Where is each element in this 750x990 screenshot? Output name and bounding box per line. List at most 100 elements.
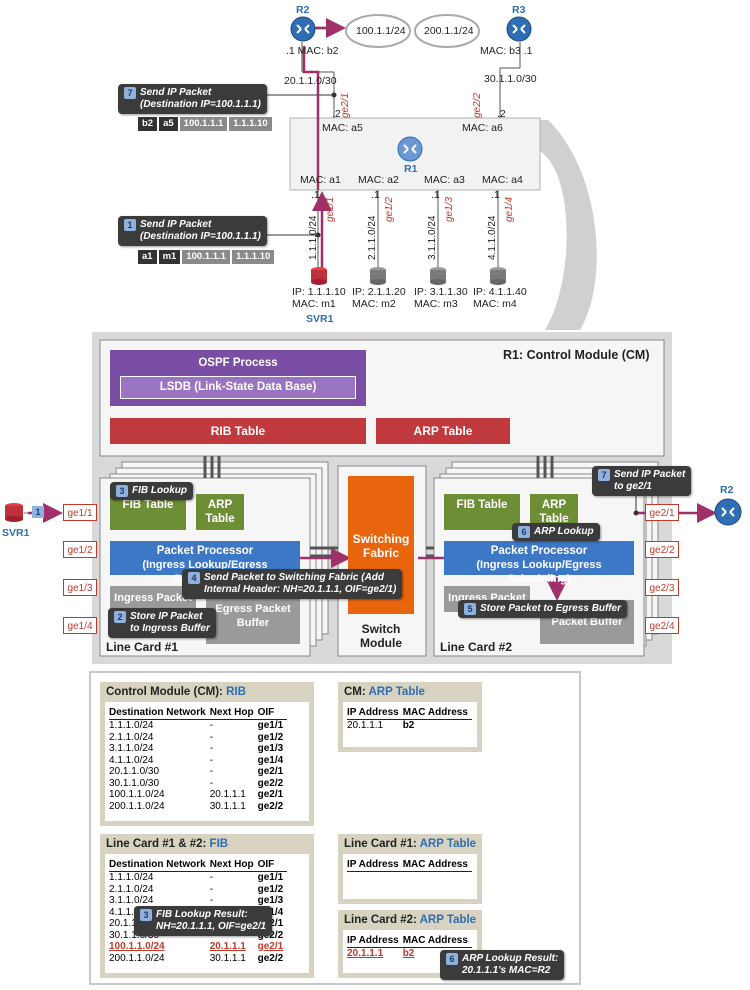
r2-router-icon: [290, 16, 316, 47]
dot2-a: .2: [332, 108, 341, 120]
r3-label: R3: [512, 4, 526, 16]
r3-network: 200.1.1/24: [424, 25, 474, 37]
table-row: 1.1.1.0/24-ge1/1: [109, 720, 287, 732]
table-cell: 2.1.1.0/24: [109, 731, 154, 743]
port-ge1-2-label: ge1/2: [384, 196, 395, 222]
r2-label: R2: [296, 4, 310, 16]
table-row: 2.1.1.0/24-ge1/2: [109, 732, 287, 744]
table-cell: ge1/1: [257, 872, 284, 883]
arp-table-box: ARP Table: [376, 418, 510, 444]
port-ge2-1[interactable]: ge2/1: [645, 504, 679, 521]
lc1-egress-buffer: Egress Packet Buffer: [206, 590, 300, 644]
r2-mac: .1 MAC: b2: [286, 45, 339, 57]
lc1-arp-title: Line Card #1: ARP Table: [344, 838, 477, 850]
table-cell: 20.1.1.0/30: [109, 766, 160, 777]
table-row: 3.1.1.0/24 - ge1/3: [109, 743, 287, 755]
svr1-label: SVR1: [306, 313, 334, 325]
table-cell: ge1/2: [257, 883, 284, 895]
dot2-b: .2: [497, 108, 506, 120]
table-cell: ge2/2: [257, 800, 284, 812]
table-cell: 30.1.1.0/30: [109, 777, 160, 789]
port-ge1-1[interactable]: ge1/1: [63, 504, 97, 521]
table-cell: 100.1.1.0/24: [109, 789, 165, 800]
table-cell: ge1/3: [257, 743, 284, 754]
table-cell: -: [209, 766, 214, 777]
table-cell: 4.1.1.0/24: [109, 754, 154, 766]
table-cell: 30.1.1.1: [209, 800, 246, 812]
rib-table-box: RIB Table: [110, 418, 366, 444]
r3-router-icon: [506, 16, 532, 47]
server-icon: [429, 266, 447, 291]
port-ge1-3-label: ge1/3: [444, 196, 455, 222]
lc1-fib-table: FIB Table: [110, 494, 186, 530]
table-row: 4.1.1.0/24-ge1/4: [109, 755, 287, 767]
mac-a6: MAC: a6: [462, 122, 503, 134]
link-r3-subnet: 30.1.1.0/30: [484, 73, 537, 85]
mac-a2: MAC: a2: [358, 174, 399, 186]
subnet-2: 2.1.1.0/24: [367, 215, 378, 260]
table-cell: -: [209, 754, 214, 766]
dot1-1: .1: [311, 189, 320, 201]
port-ge2-3[interactable]: ge2/3: [645, 579, 679, 596]
lc2-packet-processor: Packet Processor(Ingress Lookup/Egress S…: [444, 541, 634, 585]
table-cell: 3.1.1.0/24: [109, 895, 154, 906]
lc1-arp-table: ARP Table: [196, 494, 244, 530]
subnet-1: 1.1.1.0/24: [308, 215, 319, 260]
table-cell: ge1/3: [257, 895, 284, 906]
dot1-2: .1: [371, 189, 380, 201]
server-icon: [489, 266, 507, 291]
link-r2-subnet: 20.1.1.0/30: [284, 75, 337, 87]
table-cell: ge1/1: [257, 720, 284, 731]
table-cell: 30.1.1.1: [209, 952, 246, 964]
port-ge1-2[interactable]: ge1/2: [63, 541, 97, 558]
table-cell: 100.1.1.0/24: [109, 941, 165, 952]
left-svr1-label: SVR1: [2, 527, 30, 539]
table-cell: 1.1.1.0/24: [109, 872, 154, 883]
table-row: 2.1.1.0/24-ge1/2: [109, 884, 287, 896]
port-ge2-1-label: ge2/1: [340, 92, 351, 118]
table-cell: 20.1.1.1: [209, 789, 246, 800]
table-row: 20.1.1.0/30-ge2/1: [109, 766, 287, 778]
switch-module-label: Switch Module: [360, 622, 402, 650]
table-cell: ge2/2: [257, 777, 284, 789]
lsdb-box: LSDB (Link-State Data Base): [120, 376, 356, 399]
port-ge2-2[interactable]: ge2/2: [645, 541, 679, 558]
table-cell: -: [209, 743, 214, 754]
table-cell: -: [209, 777, 214, 789]
ospf-process-box: OSPF Process LSDB (Link-State Data Base): [110, 350, 366, 406]
subnet-4: 4.1.1.0/24: [487, 215, 498, 260]
port-ge1-4-label: ge1/4: [504, 196, 515, 222]
table-cell: 200.1.1.0/24: [109, 952, 165, 964]
table-row: 1.1.1.0/24 - ge1/1: [109, 872, 287, 884]
r3-mac: MAC: b3 .1: [480, 45, 533, 57]
server-icon: [369, 266, 387, 291]
right-r2-router-icon: [714, 498, 742, 531]
right-r2-label: R2: [720, 484, 734, 496]
r1-router-icon: [397, 136, 423, 167]
cm-title: R1: Control Module (CM): [503, 348, 650, 362]
dot1-4: .1: [491, 189, 500, 201]
lc2-arp-title: Line Card #2: ARP Table: [344, 914, 477, 926]
table-cell: 4.1.1.0/24: [109, 906, 154, 918]
port-ge1-4[interactable]: ge1/4: [63, 617, 97, 634]
table-cell: 3.1.1.0/24: [109, 743, 154, 754]
port-ge2-4[interactable]: ge2/4: [645, 617, 679, 634]
table-cell: -: [209, 872, 214, 883]
port-ge1-3[interactable]: ge1/3: [63, 579, 97, 596]
table-row: 3.1.1.0/24-ge1/3: [109, 895, 287, 907]
server-svr1-icon: [4, 502, 24, 529]
